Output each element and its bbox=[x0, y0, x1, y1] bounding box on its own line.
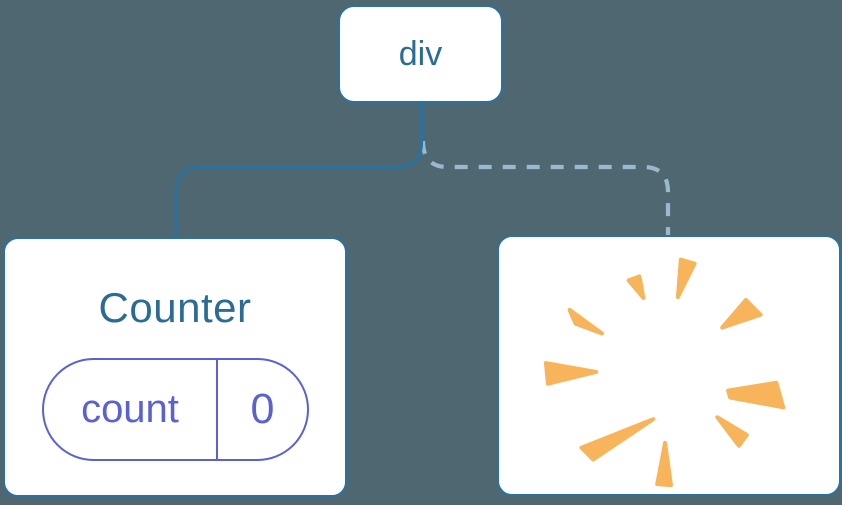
poof-ray bbox=[579, 417, 656, 462]
poof-burst-icon bbox=[543, 257, 786, 488]
counter-title: Counter bbox=[98, 284, 252, 331]
tree-node-div: div bbox=[338, 5, 503, 103]
tree-node-div-label: div bbox=[398, 34, 443, 73]
tree-node-counter: Counter count 0 bbox=[3, 237, 347, 497]
poof-ray bbox=[655, 440, 673, 488]
poof-ray bbox=[543, 361, 599, 386]
poof-ray bbox=[567, 307, 605, 336]
poof-ray bbox=[726, 380, 786, 410]
connector-solid-edge bbox=[174, 102, 424, 238]
poof-ray bbox=[675, 257, 697, 300]
poof-ray bbox=[715, 415, 749, 448]
state-value: 0 bbox=[216, 360, 307, 459]
state-name: count bbox=[81, 387, 179, 431]
state-pill: count 0 bbox=[42, 358, 309, 461]
poof-ray bbox=[626, 274, 646, 301]
connector-dashed-edge bbox=[420, 140, 671, 236]
tree-node-removed bbox=[497, 235, 841, 496]
poof-ray bbox=[720, 298, 763, 330]
